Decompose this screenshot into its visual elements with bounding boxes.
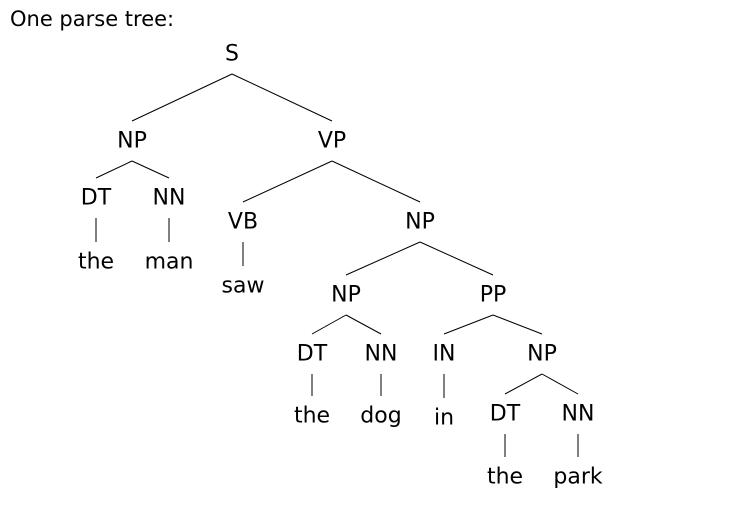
word-the: the <box>487 465 523 490</box>
word-dog: dog <box>360 404 401 429</box>
node-pp: PP <box>480 283 507 308</box>
node-np: NP <box>117 129 147 154</box>
node-in: IN <box>433 342 456 367</box>
tree-edge <box>242 160 333 203</box>
word-man: man <box>145 250 194 275</box>
word-the: the <box>294 404 330 429</box>
node-np: NP <box>527 342 557 367</box>
tree-edge <box>311 314 347 335</box>
diagram-heading: One parse tree: <box>10 7 175 31</box>
tree-edge <box>331 160 421 203</box>
tree-edge <box>345 241 421 276</box>
tree-edge <box>504 373 543 395</box>
tree-edge <box>131 73 233 122</box>
word-in: in <box>434 406 454 431</box>
node-dt: DT <box>490 402 521 427</box>
node-s: S <box>225 42 239 67</box>
node-dt: DT <box>297 342 328 367</box>
tree-edge <box>131 160 170 179</box>
word-saw: saw <box>222 274 265 299</box>
tree-edge <box>231 73 333 122</box>
node-vp: VP <box>318 129 346 154</box>
tree-edge <box>419 241 494 276</box>
node-nn: NN <box>562 402 595 427</box>
node-nn: NN <box>153 186 186 211</box>
node-np: NP <box>405 210 435 235</box>
node-nn: NN <box>365 342 398 367</box>
tree-edge <box>492 314 543 335</box>
node-np: NP <box>331 283 361 308</box>
node-dt: DT <box>81 186 112 211</box>
tree-edge <box>95 160 133 179</box>
tree-edge <box>443 314 494 335</box>
word-park: park <box>553 465 602 490</box>
word-the: the <box>78 250 114 275</box>
tree-edge <box>345 314 382 335</box>
tree-edge <box>541 373 579 395</box>
node-vb: VB <box>228 210 258 235</box>
